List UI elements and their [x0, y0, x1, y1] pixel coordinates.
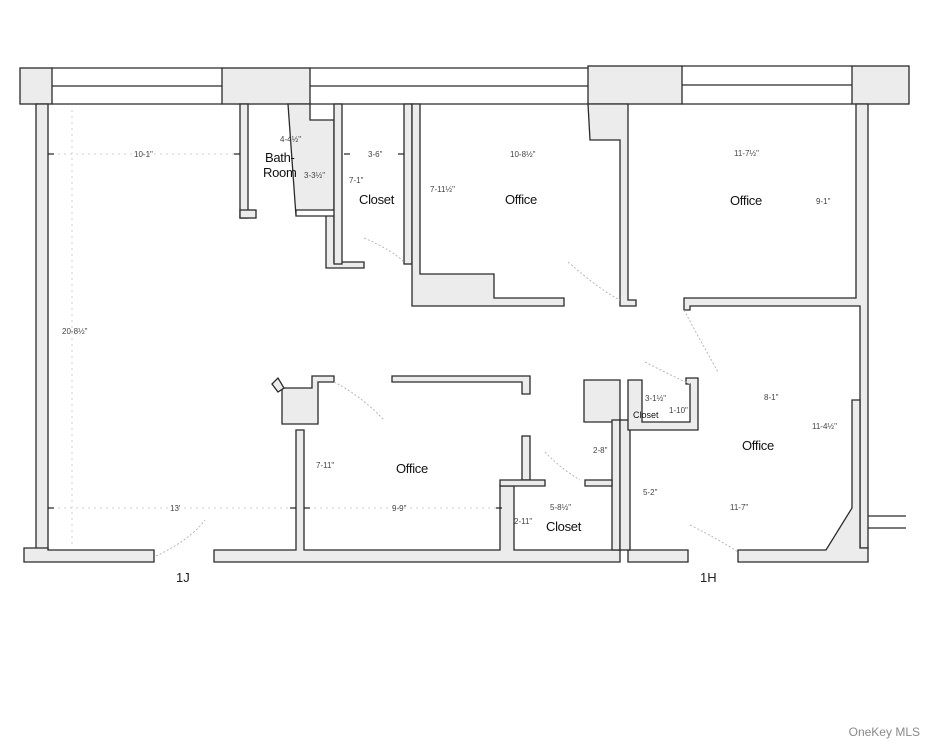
dim-office-sc-depth: 7-11" [316, 461, 334, 470]
dim-office-se-south: 11-7" [730, 503, 748, 512]
closet-south-label: Closet [546, 519, 582, 534]
office-north-east-walls [683, 103, 869, 549]
south-wall-center [213, 429, 621, 563]
dim-main-width: 10-1" [134, 150, 153, 159]
unit-1j-label: 1J [176, 570, 190, 585]
watermark-onekey-mls: OneKey MLS [848, 725, 920, 739]
dim-office-ne-width: 11-7½" [734, 149, 759, 158]
dim-closet-north-width: 3-6" [368, 150, 383, 159]
dim-office-sc-width: 9-9" [392, 504, 407, 513]
office-south-center-label: Office [396, 461, 428, 476]
closet-north-label: Closet [359, 192, 395, 207]
dim-office-nc-width: 10-8½" [510, 150, 536, 159]
dim-closet-small-width: 3-1½" [645, 394, 666, 403]
bathroom-label-line1: Bath- [265, 150, 295, 165]
office-north-center-label: Office [505, 192, 537, 207]
north-exterior-wall [19, 65, 910, 105]
bathroom-label-line2: Room [263, 165, 296, 180]
unit-1h-label: 1H [700, 570, 717, 585]
dim-closet-small-depth: 1-10" [669, 406, 688, 415]
south-wall-east [737, 399, 869, 563]
south-wall-1j [23, 547, 155, 563]
dim-bath-depth: 3-3½" [304, 171, 325, 180]
west-wall [35, 103, 49, 551]
closet-small-label: Closet [633, 410, 659, 420]
dimension-lines [48, 110, 502, 545]
dim-office-se-north: 8-1" [764, 393, 779, 402]
closet-north-east-wall [403, 103, 413, 265]
office-north-center-east-wall [587, 103, 637, 307]
office-north-east-label: Office [730, 193, 762, 208]
dim-main-south: 13' [170, 504, 181, 513]
dim-office-ne-depth: 9-1" [816, 197, 831, 206]
door-swings [155, 237, 739, 557]
dim-closet-south-depth: 2-11" [514, 517, 532, 526]
dim-office-se-east: 11-4½" [812, 422, 837, 431]
closet-north-west-wall [333, 103, 343, 265]
dim-hall-depth: 5-2" [643, 488, 658, 497]
dim-main-length: 20-8½" [62, 327, 88, 336]
south-east-closet-walls [583, 377, 699, 551]
dim-closet-south-width: 5-8½" [550, 503, 571, 512]
dim-closet-north-depth: 7-1" [349, 176, 364, 185]
office-north-center-walls [411, 103, 565, 307]
south-wall-1h [627, 549, 689, 563]
dim-office-nc-depth: 7-11½" [430, 185, 455, 194]
dim-hall-width: 2-8" [593, 446, 608, 455]
office-south-east-label: Office [742, 438, 774, 453]
dim-bath-width: 4-4½" [280, 135, 301, 144]
bathroom-walls [239, 103, 365, 269]
